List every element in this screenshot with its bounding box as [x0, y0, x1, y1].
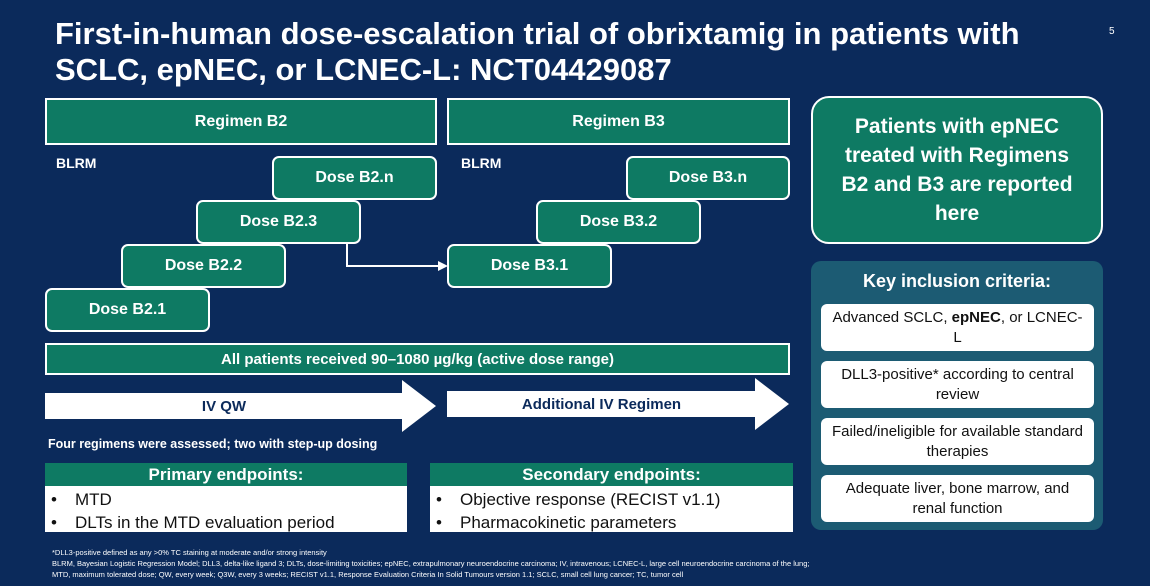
secondary-endpoints-list: •Objective response (RECIST v1.1) •Pharm… — [430, 486, 793, 532]
iv-qw-arrow: IV QW — [45, 380, 437, 432]
regimen-b3-method: BLRM — [461, 155, 502, 171]
footnote-3: MTD, maximum tolerated dose; QW, every w… — [52, 570, 684, 579]
dose-b2-2: Dose B2.2 — [121, 244, 286, 288]
dose-b3-n: Dose B3.n — [626, 156, 790, 200]
secondary-endpoints-header: Secondary endpoints: — [430, 463, 793, 486]
connector-arrow — [346, 244, 448, 271]
footnote-2: BLRM, Bayesian Logistic Regression Model… — [52, 559, 810, 568]
patients-reported-box: Patients with epNEC treated with Regimen… — [811, 96, 1103, 244]
additional-iv-arrow: Additional IV Regimen — [447, 378, 790, 430]
criterion-4: Adequate liver, bone marrow, and renal f… — [821, 475, 1094, 522]
inclusion-criteria-title: Key inclusion criteria: — [862, 271, 1052, 291]
primary-endpoints-list: •MTD •DLTs in the MTD evaluation period — [45, 486, 407, 532]
list-item: •Objective response (RECIST v1.1) — [436, 490, 721, 509]
list-item: •MTD — [51, 490, 112, 509]
list-item: •DLTs in the MTD evaluation period — [51, 513, 335, 532]
footnote-1: *DLL3-positive defined as any >0% TC sta… — [52, 548, 327, 557]
criterion-3: Failed/ineligible for available standard… — [821, 418, 1094, 465]
dose-b3-2: Dose B3.2 — [536, 200, 701, 244]
regimen-b3-header: Regimen B3 — [447, 98, 790, 145]
dose-b3-1: Dose B3.1 — [447, 244, 612, 288]
page-number: 5 — [1109, 26, 1115, 37]
slide-title: First-in-human dose-escalation trial of … — [55, 16, 1020, 87]
regimen-note: Four regimens were assessed; two with st… — [48, 437, 378, 451]
primary-endpoints-header: Primary endpoints: — [45, 463, 407, 486]
dose-range-bar: All patients received 90–1080 µg/kg (act… — [45, 343, 790, 375]
regimen-b2-method: BLRM — [56, 155, 97, 171]
criterion-1: Advanced SCLC, epNEC, or LCNEC-L — [821, 304, 1094, 351]
dose-b2-3: Dose B2.3 — [196, 200, 361, 244]
dose-b2-1: Dose B2.1 — [45, 288, 210, 332]
additional-iv-label: Additional IV Regimen — [447, 391, 756, 417]
regimen-b2-header: Regimen B2 — [45, 98, 437, 145]
inclusion-criteria-panel: Key inclusion criteria: Advanced SCLC, e… — [811, 261, 1103, 530]
dose-b2-n: Dose B2.n — [272, 156, 437, 200]
iv-qw-label: IV QW — [45, 393, 403, 419]
list-item: •Pharmacokinetic parameters — [436, 513, 677, 532]
criterion-2: DLL3-positive* according to central revi… — [821, 361, 1094, 408]
